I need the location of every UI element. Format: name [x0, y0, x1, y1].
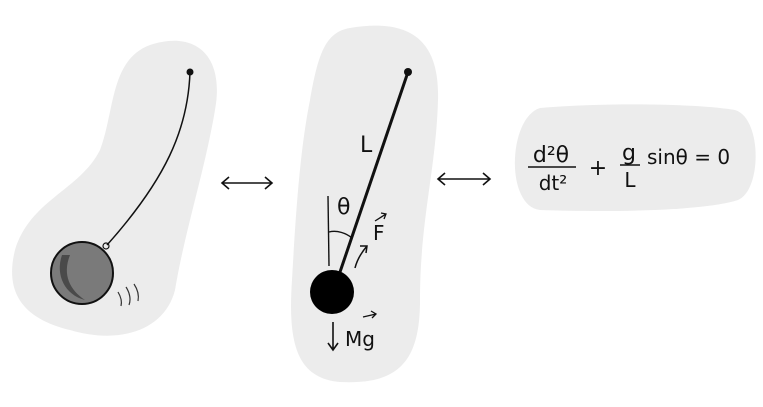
equation-l: L — [624, 168, 636, 192]
force-vector-arrow — [374, 212, 387, 222]
left-panel-background — [12, 40, 217, 336]
equation-g: g — [622, 141, 636, 166]
force-arrow — [354, 245, 368, 269]
weight-arrow — [327, 322, 339, 352]
equation-numerator: d²θ — [533, 143, 569, 168]
left-string — [106, 71, 191, 246]
equation-rest: sinθ = 0 — [647, 145, 730, 169]
equation-panel-background — [514, 104, 756, 211]
length-label: L — [360, 133, 373, 158]
weight-label: Mg — [345, 327, 375, 351]
force-label: F — [373, 221, 385, 245]
double-arrow-1 — [220, 176, 274, 190]
angle-label: θ — [337, 195, 350, 220]
angle-arc — [328, 230, 353, 239]
bob — [310, 270, 354, 314]
rod — [338, 71, 410, 273]
weight-vector-arrow — [362, 310, 378, 319]
left-bob-shading — [59, 255, 85, 300]
left-bob-hook — [102, 242, 110, 250]
equation: d²θ dt² + g L sinθ = 0 — [528, 141, 730, 195]
motion-lines — [117, 283, 139, 307]
vertical-reference-line — [327, 195, 330, 267]
equation-denominator: dt² — [539, 171, 568, 195]
equation-plus: + — [589, 156, 607, 181]
double-arrow-2 — [436, 172, 492, 186]
